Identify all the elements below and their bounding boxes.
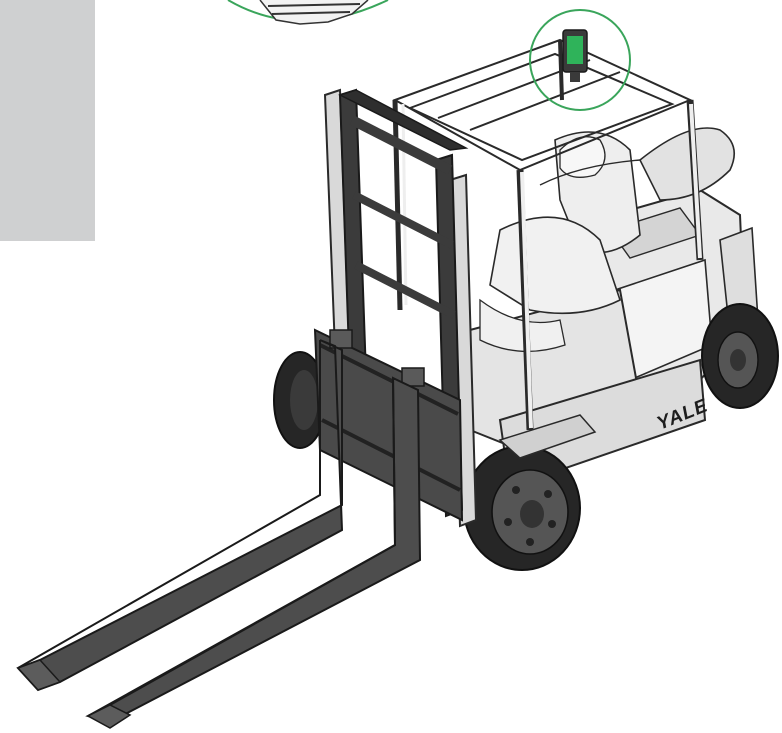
fork-right <box>85 376 422 729</box>
telematics-device <box>562 29 588 82</box>
gray-side-panel <box>0 0 95 241</box>
top-callout-fragment <box>227 0 389 25</box>
front-left-wheel <box>273 351 327 449</box>
footstep <box>498 414 597 459</box>
front-right-wheel <box>463 445 581 571</box>
fork-left <box>16 339 344 692</box>
device-callout-circle <box>529 9 631 111</box>
lift-mast <box>323 88 478 528</box>
rear-wheel <box>701 303 779 409</box>
overhead-guard <box>392 38 704 431</box>
